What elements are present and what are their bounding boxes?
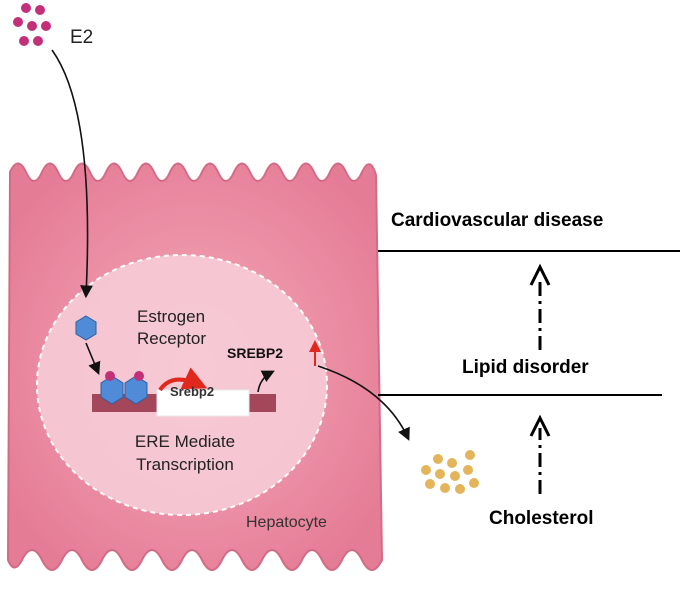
e2-label: E2 bbox=[70, 27, 94, 48]
ere-transcription-label-line2: Transcription bbox=[136, 455, 234, 474]
translation-arrow bbox=[257, 370, 275, 393]
e2-entry-arrow bbox=[51, 49, 93, 299]
estrogen-receptor-icon bbox=[75, 315, 97, 341]
estrogen-receptor-label-line1: Estrogen bbox=[137, 307, 206, 326]
cholesterol-particles-icon bbox=[421, 450, 479, 494]
ere-transcription-label-line1: ERE Mediate bbox=[134, 432, 236, 451]
receptor-dimer-icon bbox=[100, 371, 148, 405]
receptor-binding-arrow bbox=[85, 342, 101, 375]
transcription-arrow bbox=[158, 367, 208, 392]
e2-particles-icon bbox=[13, 3, 51, 46]
lipid-disorder-label: Lipid disorder bbox=[462, 357, 589, 378]
srebp2-protein-label: SREBP2 bbox=[227, 345, 284, 361]
cardiovascular-disease-label: Cardiovascular disease bbox=[391, 210, 604, 231]
estrogen-receptor-label-line2: Receptor bbox=[137, 329, 206, 348]
estrogen-receptor-label: Estrogen Receptor bbox=[137, 306, 206, 350]
hepatocyte-label: Hepatocyte bbox=[246, 514, 327, 531]
srebp2-gene-box bbox=[156, 389, 250, 417]
ere-transcription-label: ERE Mediate Transcription bbox=[110, 430, 260, 476]
progression-arrow-lower bbox=[529, 414, 551, 494]
srebp2-gene-label: Srebp2 bbox=[170, 384, 215, 399]
progression-arrow-upper bbox=[529, 263, 551, 350]
cholesterol-synthesis-arrow bbox=[317, 365, 410, 441]
cholesterol-label: Cholesterol bbox=[489, 508, 594, 529]
